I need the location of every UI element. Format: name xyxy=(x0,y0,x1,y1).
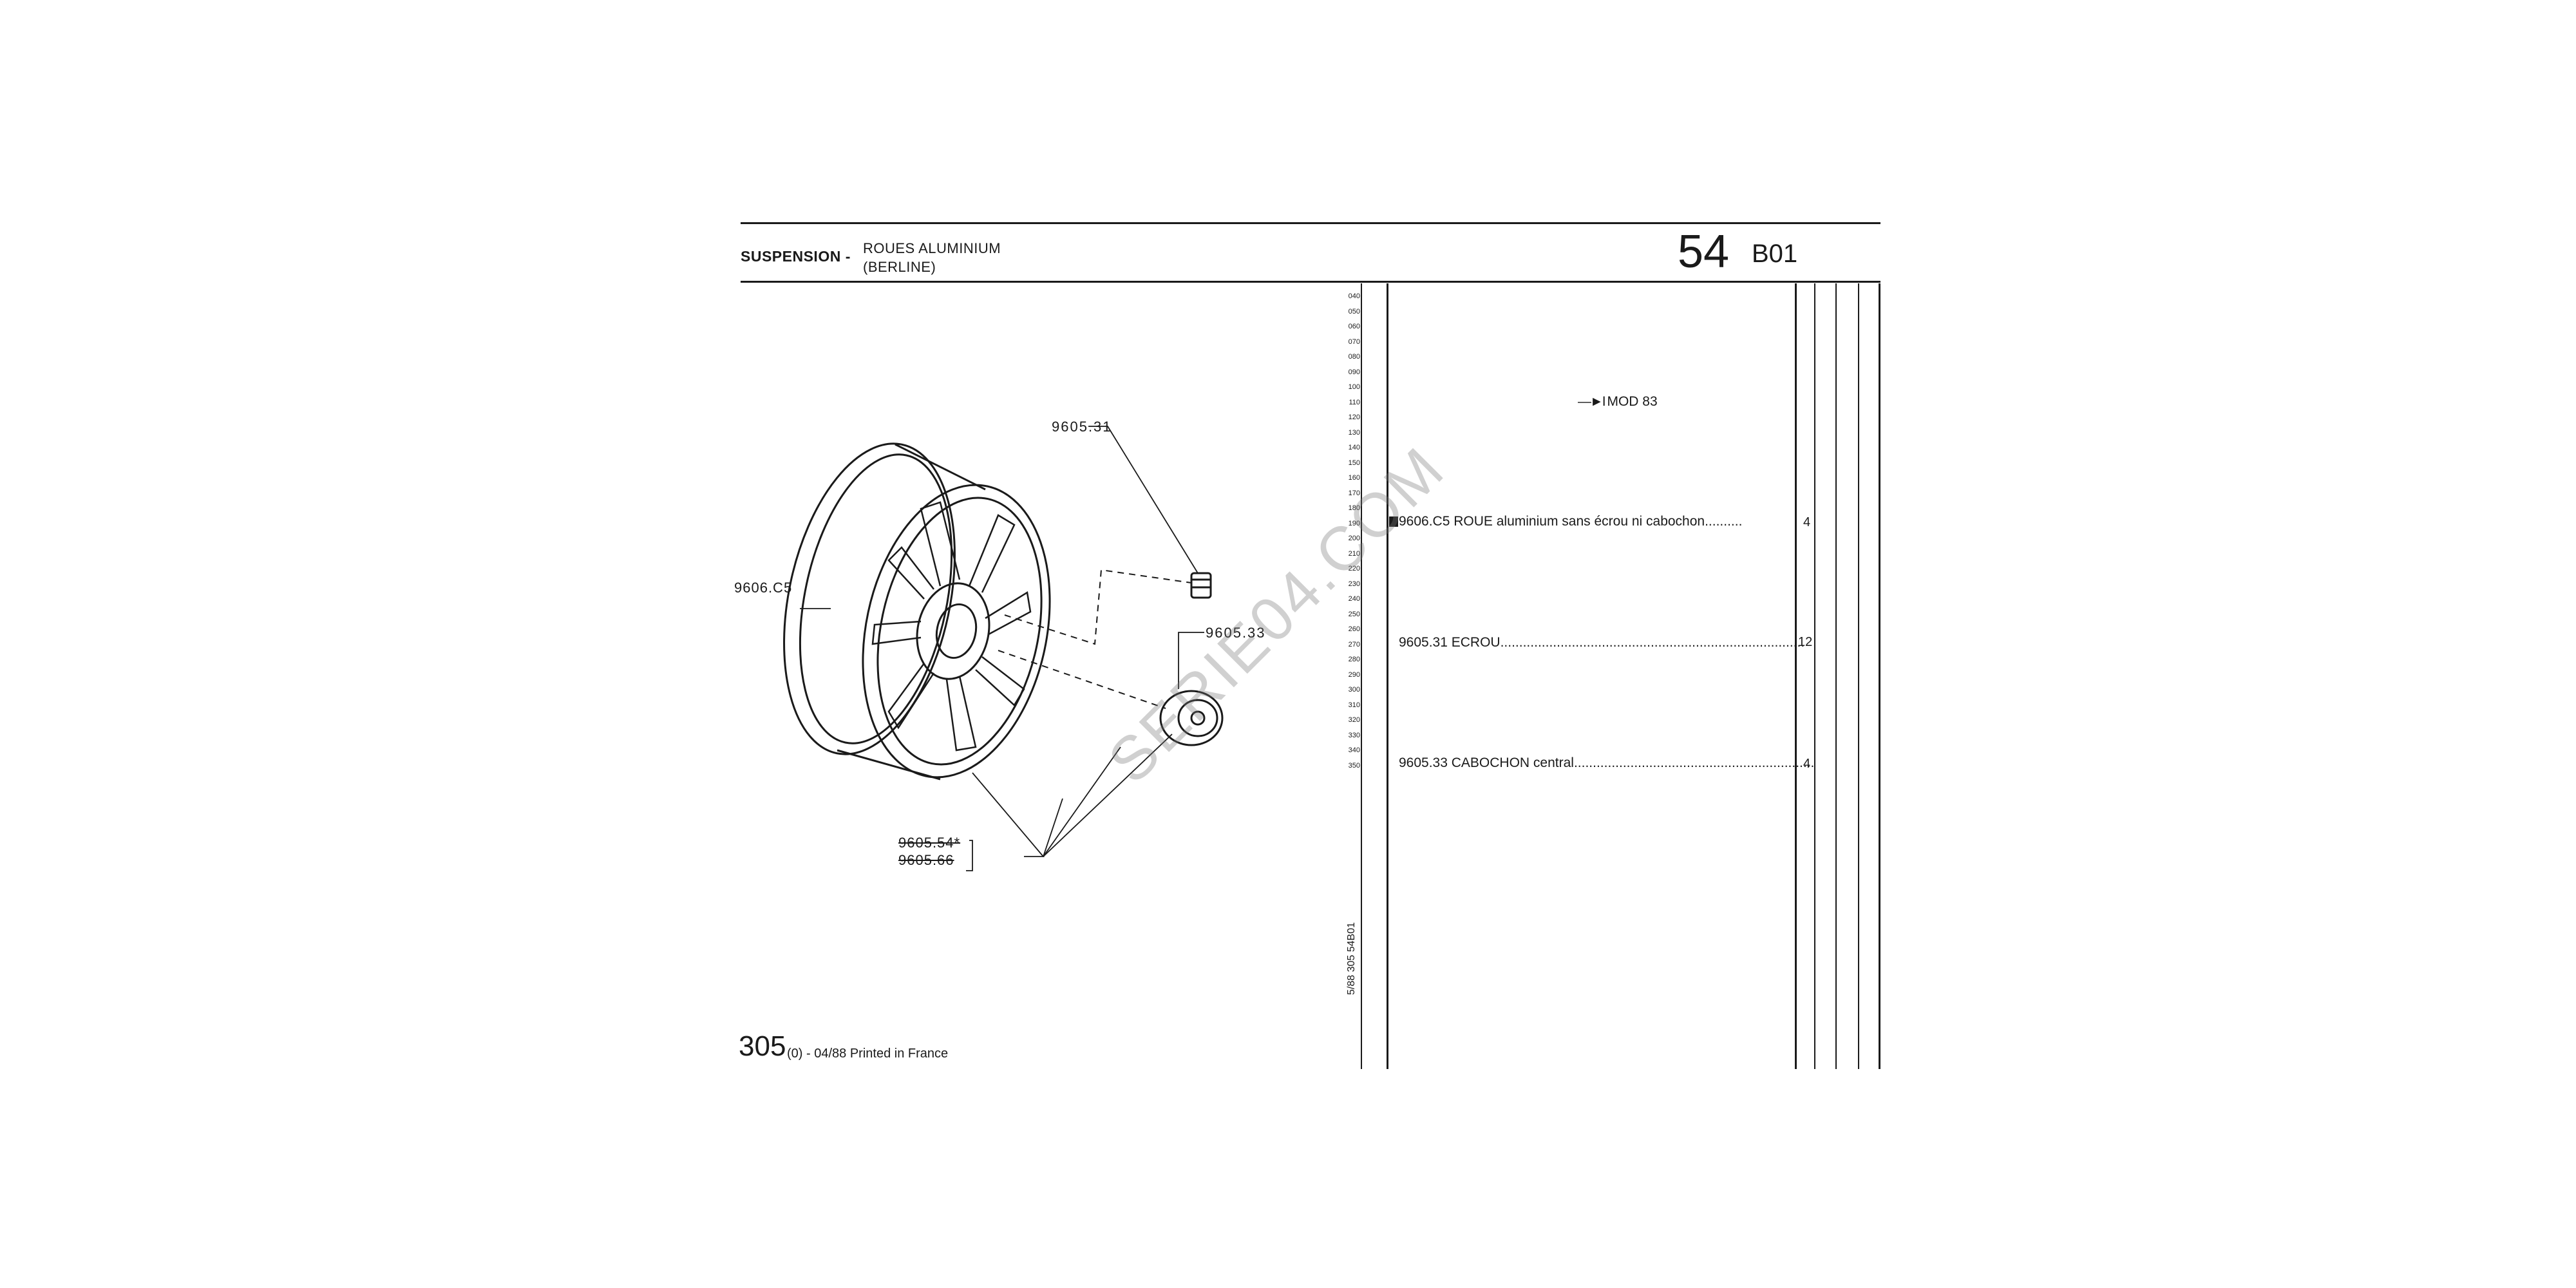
row-number: 090 xyxy=(1348,368,1360,376)
row-number: 080 xyxy=(1348,353,1360,361)
part-line-nut: 9605.31 ECROU...........................… xyxy=(1399,635,1805,650)
qty-column-rule-5 xyxy=(1879,283,1880,1069)
wheel-spokes xyxy=(871,501,1032,752)
part-qty-cap: 4 xyxy=(1803,757,1811,771)
section-title-line1: ROUES ALUMINIUM xyxy=(863,240,1001,256)
row-number: 240 xyxy=(1348,595,1360,603)
section-label: SUSPENSION - xyxy=(741,248,851,265)
row-number: 210 xyxy=(1348,549,1360,558)
wheel-diagram xyxy=(783,426,1224,871)
wheel-front-rim xyxy=(862,484,1051,779)
callout-nut: 9605.31 xyxy=(1052,419,1112,435)
part-line-nut-text: 9605.31 ECROU xyxy=(1399,635,1501,650)
part-line-wheel: 9606.C5 ROUE aluminium sans écrou ni cab… xyxy=(1399,514,1743,529)
part-marker-icon xyxy=(1389,516,1398,527)
part-line-wheel-text: 9606.C5 ROUE aluminium sans écrou ni cab… xyxy=(1399,514,1705,529)
row-number: 140 xyxy=(1348,444,1360,451)
wheel-nut xyxy=(1190,572,1212,599)
part-qty-nut: 12 xyxy=(1798,635,1813,649)
section-title-line2: (BERLINE) xyxy=(863,259,936,275)
row-number: 250 xyxy=(1348,610,1360,618)
arrow-right-icon: —►I xyxy=(1578,394,1607,409)
row-number: 120 xyxy=(1348,413,1360,421)
callout-cap: 9605.33 xyxy=(1206,625,1266,641)
row-number: 070 xyxy=(1348,337,1360,346)
row-number: 130 xyxy=(1348,428,1360,437)
row-number: 310 xyxy=(1348,701,1360,709)
center-cap xyxy=(1159,690,1224,746)
row-number: 270 xyxy=(1348,640,1360,649)
row-number: 320 xyxy=(1348,716,1360,724)
wheel-rear-rim-inner xyxy=(799,453,953,744)
row-number: 170 xyxy=(1348,489,1360,497)
qty-column-rule-1 xyxy=(1795,283,1797,1069)
qty-column-rule-2 xyxy=(1814,283,1815,1069)
row-number: 110 xyxy=(1349,398,1360,406)
mod-note: —►I MOD 83 xyxy=(1578,394,1658,410)
row-number: 350 xyxy=(1348,761,1360,770)
row-number: 300 xyxy=(1348,686,1360,694)
part-line-cap-text: 9605.33 CABOCHON central xyxy=(1399,755,1574,770)
row-number: 180 xyxy=(1348,504,1360,512)
footer-model: 305 xyxy=(739,1030,786,1062)
row-number: 100 xyxy=(1348,383,1360,391)
mod-note-text: MOD 83 xyxy=(1607,394,1658,409)
wheel-rear-rim xyxy=(783,442,956,755)
callout-wheel: 9606.C5 xyxy=(734,580,793,596)
row-number: 230 xyxy=(1348,580,1360,588)
description-column-rule-left xyxy=(1387,283,1388,1069)
qty-column-rule-4 xyxy=(1858,283,1859,1069)
row-number: 190 xyxy=(1348,519,1360,527)
row-number: 340 xyxy=(1348,746,1360,754)
wheel-hub-inner xyxy=(935,603,978,659)
row-number: 160 xyxy=(1348,474,1360,482)
callout-ref1: 9605.54* xyxy=(898,835,961,851)
footer-details: (0) - 04/88 Printed in France xyxy=(787,1046,949,1061)
row-number: 150 xyxy=(1348,459,1360,467)
row-number: 280 xyxy=(1348,656,1360,663)
qty-column-rule-3 xyxy=(1835,283,1837,1069)
row-number: 040 xyxy=(1348,292,1360,300)
part-qty-wheel: 4 xyxy=(1803,515,1811,529)
page-number: 54 xyxy=(1678,226,1730,278)
row-number: 220 xyxy=(1348,565,1360,573)
row-number: 330 xyxy=(1348,731,1360,739)
row-number-column-rule xyxy=(1361,283,1362,1069)
row-number: 290 xyxy=(1348,670,1360,679)
row-number: 260 xyxy=(1348,625,1360,633)
wheel-front-rim-inner xyxy=(876,497,1043,766)
part-line-cap: 9605.33 CABOCHON central................… xyxy=(1399,755,1815,770)
row-number: 060 xyxy=(1348,323,1360,330)
header-bottom-rule xyxy=(741,281,1880,283)
row-number: 200 xyxy=(1348,535,1360,542)
callout-ref2: 9605.66 xyxy=(898,852,954,868)
side-reference-text: 5/88 305 54B01 xyxy=(1346,922,1357,995)
page-code: B01 xyxy=(1752,240,1798,268)
header-top-rule xyxy=(741,222,1880,224)
row-number: 050 xyxy=(1348,307,1360,316)
wheel-hub-outer xyxy=(916,582,990,680)
